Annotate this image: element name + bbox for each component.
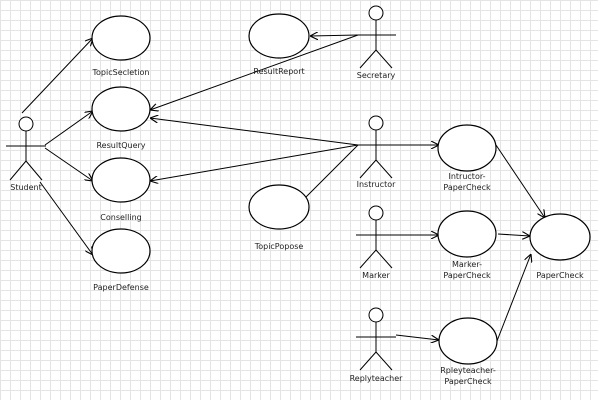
use-case-label: PaperCheck	[536, 271, 584, 280]
use-case-label-line1: Marker-	[452, 260, 482, 269]
use-case-label-line2: PaperCheck	[444, 377, 492, 386]
edge-instructor-resultquery	[150, 118, 359, 146]
edge-student-topicselection	[21, 38, 93, 114]
edge-student-conselling	[44, 147, 93, 181]
use-case-label: Conselling	[100, 213, 141, 222]
actor-replyteacher[interactable]: Replyteacher	[350, 307, 404, 383]
associations	[21, 34, 545, 342]
actor-instructor[interactable]: Instructor	[356, 115, 397, 189]
use-case-paper-defense[interactable]: PaperDefense	[91, 228, 151, 292]
actor-head-icon	[368, 307, 384, 323]
actor-head-icon	[368, 115, 384, 131]
actor-label: Instructor	[357, 180, 397, 189]
use-case-label-line1: Intructor-	[448, 172, 485, 181]
actor-student[interactable]: Student	[6, 116, 46, 192]
actor-head-icon	[368, 205, 384, 221]
edge-secretary-resultreport	[310, 35, 359, 36]
actor-label: Marker	[362, 271, 390, 280]
actor-head-icon	[368, 5, 384, 21]
use-case-topic-propose[interactable]: TopicPopose	[248, 184, 310, 251]
use-case-paper-check[interactable]: PaperCheck	[529, 213, 591, 280]
edge-instructorpapercheck-papercheck	[495, 144, 545, 218]
actor-label: Student	[10, 183, 42, 192]
edge-secretary-resultquery	[150, 34, 359, 110]
use-case-marker-papercheck[interactable]: Marker- PaperCheck	[437, 210, 497, 280]
actor-head-icon	[18, 116, 34, 132]
use-case-label-line2: PaperCheck	[443, 183, 491, 192]
use-case-label-line2: PaperCheck	[443, 271, 491, 280]
edge-instructor-topicpropose	[305, 144, 359, 198]
edge-student-paperdefense	[39, 181, 93, 255]
use-case-label: ResultReport	[253, 67, 304, 76]
use-case-replyteacher-papercheck[interactable]: Rpleyteacher- PaperCheck	[438, 317, 498, 386]
actor-marker[interactable]: Marker	[356, 205, 396, 280]
use-case-result-query[interactable]: ResultQuery	[91, 86, 151, 150]
use-case-instructor-papercheck[interactable]: Intructor- PaperCheck	[437, 124, 497, 192]
use-case-label: PaperDefense	[93, 283, 149, 292]
use-case-label: TopicSecletion	[92, 68, 150, 77]
actor-secretary[interactable]: Secretary	[356, 5, 396, 80]
edge-instructor-conselling	[150, 144, 359, 181]
use-case-label-line1: Rpleyteacher-	[440, 366, 496, 375]
edge-student-resultquery	[44, 111, 93, 146]
use-case-label: ResultQuery	[96, 141, 145, 150]
use-case-result-report[interactable]: ResultReport	[248, 13, 310, 76]
use-case-label: TopicPopose	[254, 242, 304, 251]
edge-markerpapercheck-papercheck	[497, 234, 530, 236]
actor-label: Secretary	[357, 71, 396, 80]
edge-replyteacher-replypapercheck	[395, 334, 439, 340]
actor-label: Replyteacher	[350, 374, 404, 383]
use-case-topic-selection[interactable]: TopicSecletion	[91, 15, 151, 77]
edge-replypapercheck-papercheck	[496, 254, 531, 342]
use-case-conselling[interactable]: Conselling	[91, 157, 151, 222]
